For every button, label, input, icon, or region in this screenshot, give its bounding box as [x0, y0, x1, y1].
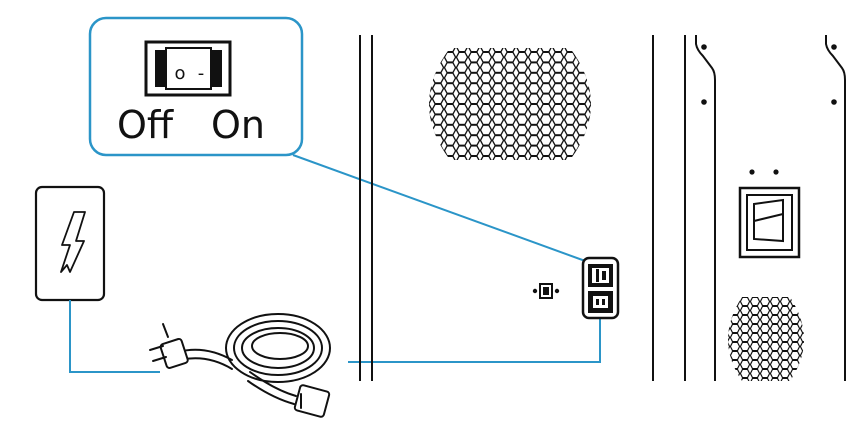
hazard-connector-line	[69, 300, 160, 373]
power-inlet-icon	[532, 283, 560, 299]
callout-leader-line	[292, 154, 589, 263]
chassis-rear-panel	[684, 35, 846, 381]
power-inlet-module	[581, 256, 620, 320]
rocker-switch-icon: o -	[144, 40, 232, 97]
cord-connector-line	[348, 318, 601, 363]
hazard-warning	[34, 185, 106, 302]
switch-callout: o - Off On	[88, 16, 304, 157]
main-power-switch	[738, 186, 801, 259]
lightning-bolt-icon	[60, 211, 86, 273]
switch-on-glyph: -	[198, 63, 205, 84]
vent-grille-upper	[429, 48, 591, 160]
switch-off-glyph: o	[174, 63, 185, 84]
vent-grille-lower	[728, 297, 804, 381]
on-label: On	[211, 103, 265, 147]
chassis-side-panel	[359, 35, 654, 381]
power-cord-icon	[149, 313, 331, 418]
off-label: Off	[117, 103, 174, 147]
